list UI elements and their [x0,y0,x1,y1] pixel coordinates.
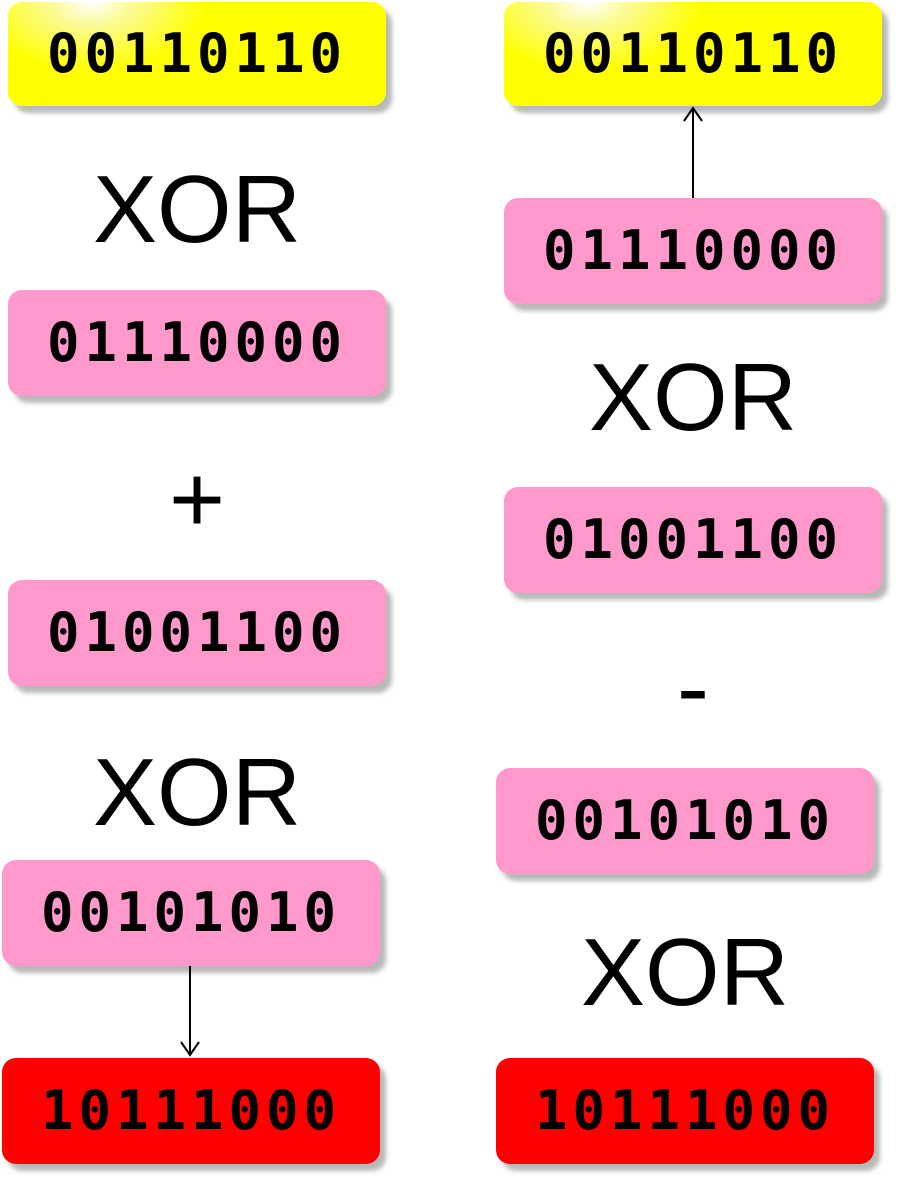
bit-string: 01110000 [46,311,348,374]
bit-string: 01001100 [46,601,348,664]
bit-string: 00101010 [40,881,342,944]
right-box-2: 01110000 [504,198,882,304]
right-operator-3: XOR [580,919,790,1026]
right-box-3: 01001100 [504,487,882,593]
bit-string: 00101010 [534,789,836,852]
left-box-4: 00101010 [2,860,380,966]
right-operator-2: - [677,634,709,741]
left-box-2: 01110000 [8,290,386,396]
bit-string: 00110110 [46,22,348,85]
left-operator-1: XOR [92,156,302,263]
bit-string: 10111000 [534,1079,836,1142]
bit-string: 00110110 [542,22,844,85]
right-box-4: 00101010 [496,768,874,874]
left-operator-2: + [168,446,226,553]
bit-string: 10111000 [40,1079,342,1142]
left-top-box: 00110110 [8,2,386,106]
left-operator-3: XOR [92,739,302,846]
left-result-box: 10111000 [2,1058,380,1164]
right-result-box: 10111000 [496,1058,874,1164]
right-operator-1: XOR [588,344,798,451]
bit-string: 01110000 [542,219,844,282]
bit-string: 01001100 [542,508,844,571]
right-up-arrow [683,106,703,198]
right-top-box: 00110110 [504,2,882,106]
left-box-3: 01001100 [8,580,386,686]
left-down-arrow [180,966,200,1057]
